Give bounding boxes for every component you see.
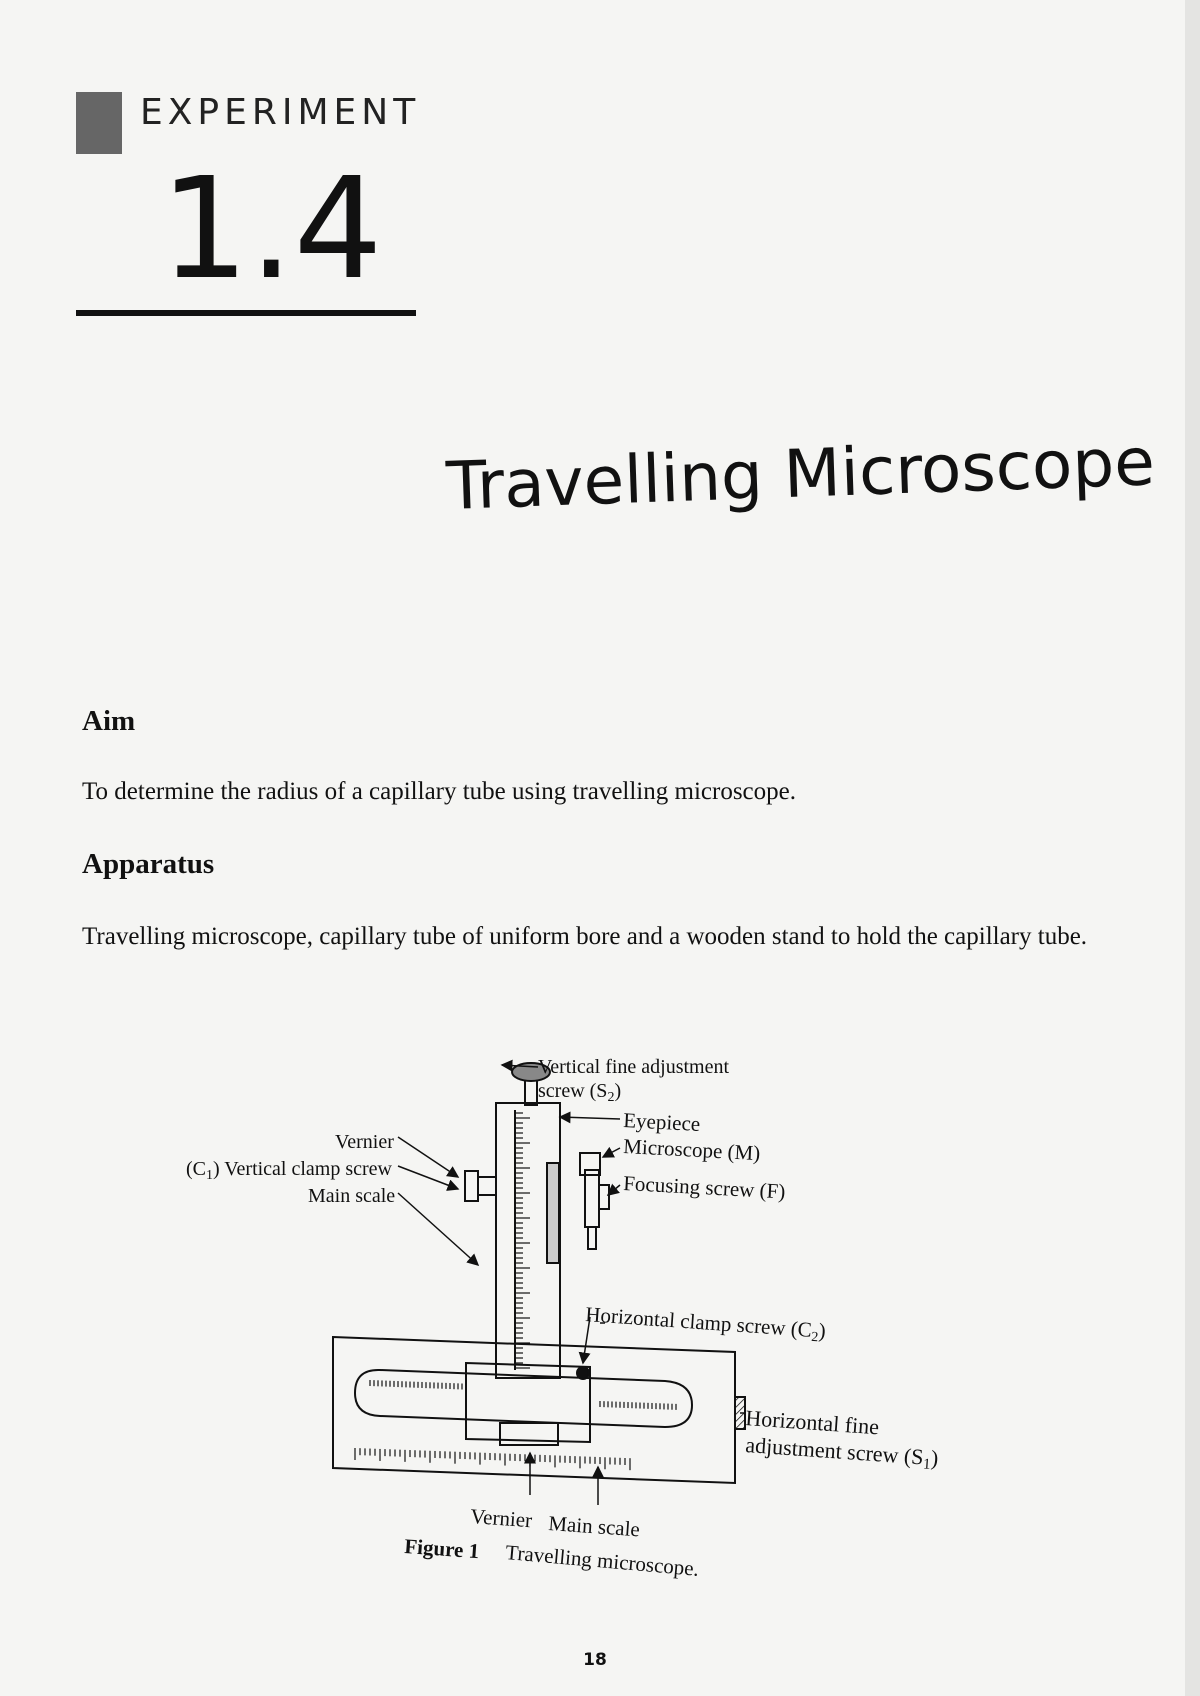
horizontal-fine-label-2: adjustment screw (S1) xyxy=(744,1432,939,1473)
page-edge xyxy=(1185,0,1200,1696)
header-rule xyxy=(76,310,416,316)
main-scale-bottom-label: Main scale xyxy=(548,1511,641,1541)
vernier-bottom-label: Vernier xyxy=(470,1504,533,1532)
column-vernier-bar xyxy=(546,1162,560,1264)
experiment-marker xyxy=(76,92,122,154)
base-plate xyxy=(332,1335,736,1485)
horizontal-clamp-screw xyxy=(576,1366,590,1380)
microscope-label: Microscope (M) xyxy=(623,1134,761,1165)
apparatus-text: Travelling microscope, capillary tube of… xyxy=(82,923,1088,950)
scale-ticks xyxy=(354,1112,677,1471)
page-title: Travelling Microscope xyxy=(445,423,1157,525)
vernier-window xyxy=(499,1422,559,1446)
experiment-label: EXPERIMENT xyxy=(140,92,421,133)
page-number: 18 xyxy=(583,1650,607,1670)
carriage xyxy=(465,1361,591,1444)
vernier-top-label: Vernier xyxy=(335,1131,394,1153)
focusing-screw-label: Focusing screw (F) xyxy=(623,1171,786,1203)
vertical-fine-label-1: Vertical fine adjustment xyxy=(538,1056,729,1078)
horizontal-clamp-label: Horizontal clamp screw (C2) xyxy=(584,1302,826,1346)
vertical-fine-screw-knob xyxy=(511,1062,551,1082)
vertical-clamp-label: (C1) Vertical clamp screw xyxy=(186,1158,393,1183)
figure-caption-text: Travelling microscope. xyxy=(505,1540,700,1581)
focusing-screw xyxy=(598,1184,610,1210)
figure-caption-label: Figure 1 xyxy=(404,1534,480,1563)
horizontal-slot xyxy=(353,1368,694,1429)
eyepiece-label: Eyepiece xyxy=(623,1108,701,1136)
apparatus-heading: Apparatus xyxy=(82,848,215,880)
vertical-clamp-screw xyxy=(477,1176,497,1196)
travelling-microscope-figure: Vertical fine adjustment screw (S2) Vern… xyxy=(186,1056,939,1581)
experiment-number: 1.4 xyxy=(160,148,383,311)
aim-text: To determine the radius of a capillary t… xyxy=(82,778,796,805)
vertical-fine-label-2: screw (S2) xyxy=(538,1080,621,1105)
main-scale-left-label: Main scale xyxy=(308,1185,395,1207)
aim-heading: Aim xyxy=(82,705,136,737)
microscope-tube xyxy=(584,1169,600,1228)
